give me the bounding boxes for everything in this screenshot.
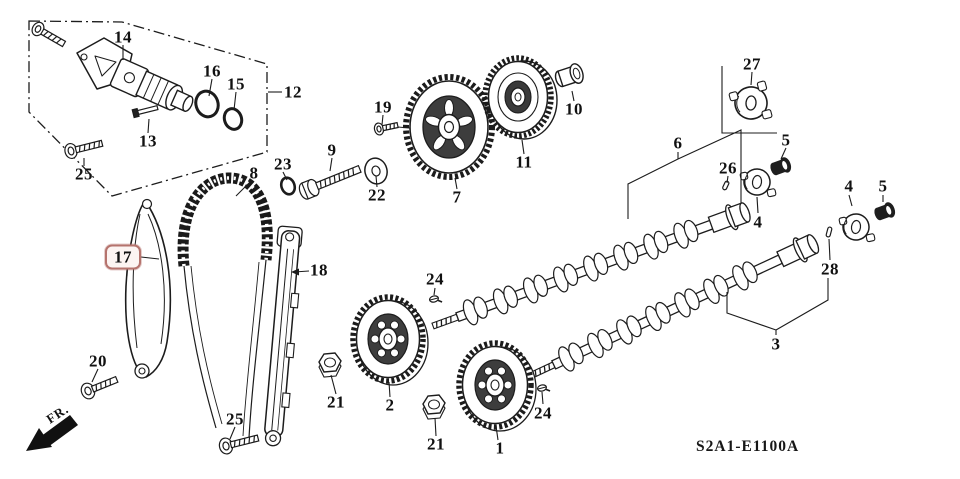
guide-bolt-lower xyxy=(80,375,119,400)
cam-end-plate-a xyxy=(739,168,777,198)
part-label-sprocket-bolt[interactable]: 19 xyxy=(374,97,392,117)
end-cap xyxy=(554,63,584,88)
part-label-guide-bolt-bottom[interactable]: 25 xyxy=(226,409,244,429)
o-ring-small xyxy=(222,107,244,131)
washer xyxy=(364,157,388,185)
part-label-cam-end-plate-a[interactable]: 4 xyxy=(753,212,763,232)
o-ring-large xyxy=(194,89,220,119)
diagram-code: S2A1-E1100A xyxy=(696,438,800,455)
fr-direction-arrow: FR. xyxy=(26,401,78,451)
bolt-icon xyxy=(31,21,67,48)
part-label-chain-guide-curved[interactable]: 17 xyxy=(105,244,141,270)
dowel-pin-b xyxy=(825,226,833,238)
pivot-bolt xyxy=(298,164,362,200)
cam-end-plate-b xyxy=(838,213,876,243)
chain-guide-curved xyxy=(124,198,172,379)
arrowhead-18 xyxy=(291,268,299,276)
chain-guide-straight xyxy=(264,225,303,447)
cam-plate-upper xyxy=(728,80,773,120)
part-label-flange-bolt-upper-left[interactable]: 25 xyxy=(75,164,93,184)
sealing-plug-a xyxy=(770,157,792,176)
part-label-sealing-washer[interactable]: 23 xyxy=(274,154,292,174)
camshaft-exhaust xyxy=(530,234,820,379)
part-label-timing-sprocket-large[interactable]: 7 xyxy=(452,187,462,207)
part-label-cam-chain[interactable]: 8 xyxy=(249,163,259,183)
timing-gear xyxy=(482,55,558,140)
sprocket-bolt xyxy=(373,121,399,136)
part-label-sealing-plug-b[interactable]: 5 xyxy=(878,176,888,196)
part-label-cam-plate-upper[interactable]: 27 xyxy=(743,54,761,74)
part-label-chain-tensioner[interactable]: 14 xyxy=(114,27,132,47)
part-label-pivot-bolt[interactable]: 9 xyxy=(327,140,337,160)
tensioner-pin xyxy=(131,104,159,119)
sealing-plug-b xyxy=(874,202,896,221)
part-label-camshaft-exhaust[interactable]: 3 xyxy=(771,334,781,354)
camshaft-intake xyxy=(431,202,751,330)
hex-plug-a xyxy=(318,352,342,378)
part-label-set-screw-b[interactable]: 24 xyxy=(534,403,552,423)
part-label-chain-guide-straight[interactable]: 18 xyxy=(310,260,328,280)
part-label-o-ring-small[interactable]: 15 xyxy=(227,74,245,94)
part-label-end-cap[interactable]: 10 xyxy=(565,99,583,119)
sealing-washer xyxy=(279,176,297,196)
flange-bolt-upper-left xyxy=(64,139,104,160)
set-screw-a xyxy=(428,295,443,303)
part-label-set-screw-a[interactable]: 24 xyxy=(426,269,444,289)
set-screw-b xyxy=(536,384,551,392)
part-label-tensioner-pin[interactable]: 13 xyxy=(139,131,157,151)
part-label-timing-gear[interactable]: 11 xyxy=(515,152,533,172)
chain-tensioner xyxy=(109,58,194,112)
part-label-cam-end-plate-b[interactable]: 4 xyxy=(844,176,854,196)
part-label-camshaft-intake[interactable]: 6 xyxy=(673,133,683,153)
leader-lines xyxy=(83,45,884,441)
part-label-cam-sprocket-intake[interactable]: 2 xyxy=(385,395,395,415)
part-label-sealing-plug-a[interactable]: 5 xyxy=(781,130,791,150)
part-label-hex-plug-a[interactable]: 21 xyxy=(327,392,345,412)
part-label-cam-sprocket-exhaust[interactable]: 1 xyxy=(495,438,505,458)
part-label-hex-plug-b[interactable]: 21 xyxy=(427,434,445,454)
cam-chain xyxy=(177,172,273,439)
dowel-pin-a xyxy=(722,180,730,191)
cam-sprocket-intake xyxy=(350,294,429,386)
guide-bolt-bottom xyxy=(218,434,260,455)
assembly-boundary-box xyxy=(28,20,268,197)
hex-plug-b xyxy=(422,394,446,420)
part-label-guide-bolt-lower[interactable]: 20 xyxy=(89,351,107,371)
part-label-tensioner-assembly-box[interactable]: 12 xyxy=(284,82,302,102)
timing-sprocket-large xyxy=(403,74,495,180)
part-label-washer[interactable]: 22 xyxy=(368,185,386,205)
part-label-dowel-pin-a[interactable]: 26 xyxy=(719,158,737,178)
part-label-o-ring-large[interactable]: 16 xyxy=(203,61,221,81)
part-label-dowel-pin-b[interactable]: 28 xyxy=(821,259,839,279)
cam-sprocket-exhaust xyxy=(456,340,537,432)
